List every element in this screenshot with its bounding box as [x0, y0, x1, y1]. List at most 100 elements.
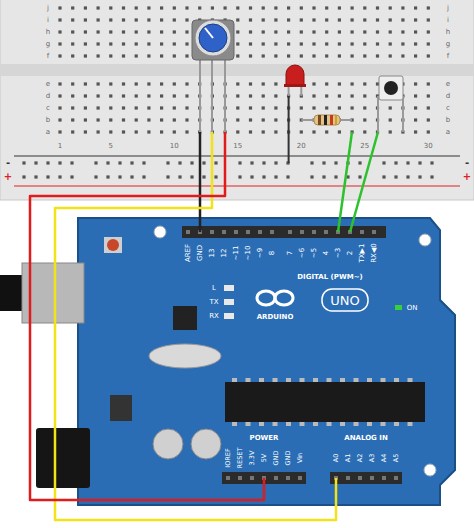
hole: [401, 54, 404, 57]
hole: [325, 18, 328, 21]
pin-socket: [300, 230, 304, 234]
pin-label: IOREF: [225, 448, 232, 467]
hole: [414, 18, 417, 21]
pin-socket: [360, 230, 364, 234]
hole: [351, 42, 354, 45]
hole: [84, 118, 87, 121]
hole: [185, 42, 188, 45]
hole: [312, 54, 315, 57]
hole: [300, 18, 303, 21]
pin-label: A5: [393, 454, 400, 463]
row-letter: d: [446, 93, 450, 100]
hole: [287, 30, 290, 33]
hole: [249, 94, 252, 97]
ground-jumper: [288, 96, 290, 163]
hole: [249, 82, 252, 85]
positive-rail-line: [14, 186, 460, 187]
chip-pin: [246, 378, 251, 382]
arduino-logo: [257, 291, 293, 305]
hole: [160, 6, 163, 9]
chip-pin: [259, 378, 264, 382]
rail-hole: [274, 175, 277, 178]
pin-socket: [394, 476, 398, 480]
hole: [262, 18, 265, 21]
rail-hole: [214, 175, 217, 178]
hole: [185, 54, 188, 57]
hole: [389, 54, 392, 57]
hole: [58, 106, 61, 109]
power-led-label: ON: [407, 305, 418, 312]
hole: [160, 130, 163, 133]
hole: [262, 6, 265, 9]
chip-pin: [394, 378, 399, 382]
pin-socket: [250, 476, 254, 480]
pin-socket: [346, 476, 350, 480]
chip-pin: [327, 422, 332, 426]
hole: [135, 30, 138, 33]
hole: [236, 6, 239, 9]
header-title: POWER: [250, 435, 279, 442]
hole: [351, 30, 354, 33]
hole: [262, 118, 265, 121]
button-wire: [350, 132, 378, 232]
hole: [376, 6, 379, 9]
rail-sign: +: [4, 172, 12, 182]
pin-label: ~11: [233, 246, 240, 261]
atmega-chip: [225, 378, 425, 426]
row-letter: c: [446, 105, 450, 112]
hole: [414, 30, 417, 33]
chip-pin: [340, 422, 345, 426]
hole: [274, 30, 277, 33]
hole: [249, 130, 252, 133]
status-leds: [224, 285, 234, 319]
hole: [160, 82, 163, 85]
rail-hole: [58, 175, 61, 178]
mounting-hole: [154, 226, 166, 238]
row-letter: b: [46, 117, 50, 124]
pin-label: 7: [287, 251, 294, 255]
chip-pin: [394, 422, 399, 426]
hole: [236, 42, 239, 45]
hole: [300, 30, 303, 33]
hole: [122, 30, 125, 33]
hole: [363, 42, 366, 45]
hole: [351, 82, 354, 85]
hole: [84, 42, 87, 45]
hole: [71, 106, 74, 109]
negative-rail-line: [14, 156, 460, 157]
rail-hole: [94, 175, 97, 178]
rail-hole: [118, 161, 121, 164]
pin-socket: [274, 476, 278, 480]
chip-pin: [300, 378, 305, 382]
hole: [401, 42, 404, 45]
hole: [325, 82, 328, 85]
hole: [414, 42, 417, 45]
hole: [160, 106, 163, 109]
chip-pin: [273, 378, 278, 382]
hole: [122, 94, 125, 97]
chip-pin: [259, 422, 264, 426]
hole: [135, 106, 138, 109]
hole: [109, 6, 112, 9]
led-label: L: [212, 285, 216, 292]
hole: [84, 6, 87, 9]
rail-hole: [106, 161, 109, 164]
hole: [389, 18, 392, 21]
hole: [97, 82, 100, 85]
chip-pin: [232, 378, 237, 382]
pin-label: 12: [221, 249, 228, 258]
column-number: 5: [109, 143, 113, 150]
hole: [135, 130, 138, 133]
hole: [363, 94, 366, 97]
row-letter: i: [47, 17, 49, 24]
column-number: 30: [424, 143, 433, 150]
pin-socket: [234, 230, 238, 234]
pin-label: ~10: [245, 246, 252, 261]
rail-sign: -: [465, 158, 469, 168]
rail-hole: [190, 175, 193, 178]
resistor: [301, 115, 352, 125]
hole: [58, 54, 61, 57]
hole: [401, 6, 404, 9]
column-number: 1: [58, 143, 62, 150]
